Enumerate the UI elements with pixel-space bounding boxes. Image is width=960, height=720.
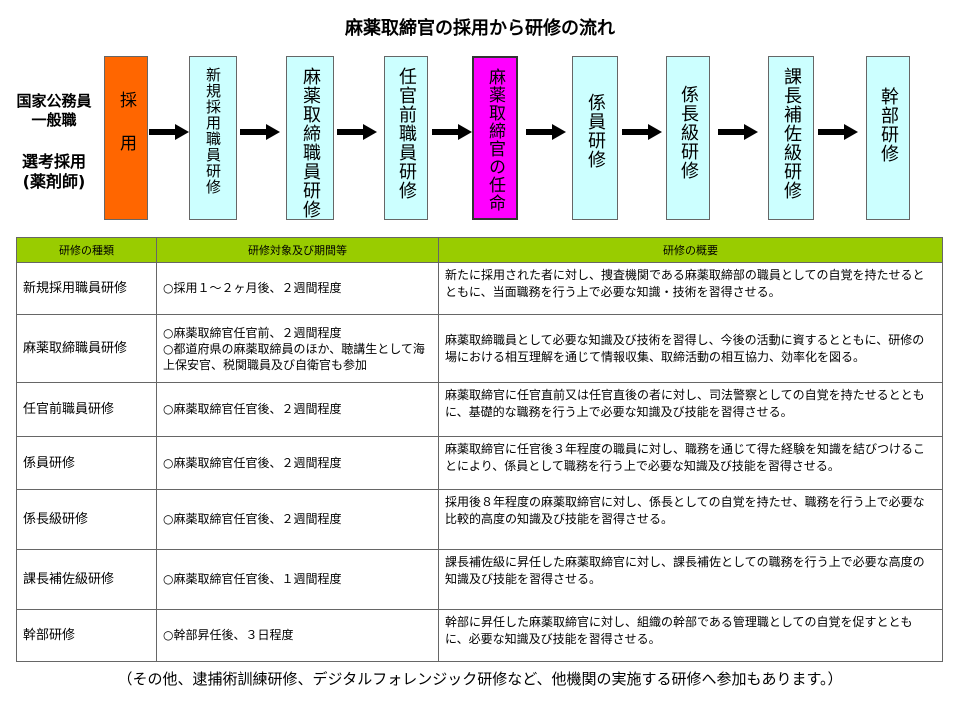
- arrow-icon: [526, 124, 566, 140]
- cell-summary: 採用後８年程度の麻薬取締官に対し、係長としての自覚を持たせ、職務を行う上で必要な…: [438, 489, 943, 550]
- flow-step-label: 新規採用職員研修: [204, 67, 222, 195]
- category-label-selection: 選考採用 (薬剤師): [12, 152, 96, 192]
- table-row: 係長級研修 ○麻薬取締官任官後、２週間程度 採用後８年程度の麻薬取締官に対し、係…: [16, 489, 943, 550]
- cell-training-type: 幹部研修: [16, 609, 157, 662]
- flow-step-label: 任官前職員研修: [396, 67, 417, 200]
- table-row: 幹部研修 ○幹部昇任後、３日程度 幹部に昇任した麻薬取締官に対し、組織の幹部であ…: [16, 609, 943, 662]
- flow-step-label: 採用: [116, 91, 136, 177]
- flow-step-chief-training: 係長級研修: [666, 56, 710, 220]
- table-row: 新規採用職員研修 ○採用１～２ヶ月後、２週間程度 新たに採用された者に対し、捜査…: [16, 262, 943, 315]
- flow-step-label: 係員研修: [585, 93, 606, 169]
- table-row: 任官前職員研修 ○麻薬取締官任官後、２週間程度 麻薬取締官に任官直前又は任官直後…: [16, 382, 943, 437]
- category-line-1: 国家公務員: [16, 92, 92, 110]
- cell-target-period: ○麻薬取締官任官後、２週間程度: [156, 436, 439, 490]
- header-summary: 研修の概要: [438, 237, 943, 263]
- arrow-icon: [240, 124, 280, 140]
- arrow-icon: [818, 124, 858, 140]
- cell-training-type: 任官前職員研修: [16, 382, 157, 437]
- flow-step-new-employee-training: 新規採用職員研修: [189, 56, 237, 220]
- flow-step-narcotics-staff-training: 麻薬取締職員研修: [286, 56, 334, 220]
- flow-step-staff-training: 係員研修: [572, 56, 618, 220]
- footer-note: （その他、逮捕術訓練研修、デジタルフォレンジック研修など、他機関の実施する研修へ…: [117, 670, 843, 688]
- cell-target-period: ○麻薬取締官任官前、２週間程度 ○都道府県の麻薬取締員のほか、聴講生として海上保…: [156, 314, 439, 383]
- arrow-icon: [149, 124, 189, 140]
- cell-summary: 新たに採用された者に対し、捜査機関である麻薬取締部の職員としての自覚を持たせると…: [438, 262, 943, 315]
- table-row: 係員研修 ○麻薬取締官任官後、２週間程度 麻薬取締官に任官後３年程度の職員に対し…: [16, 436, 943, 490]
- cell-training-type: 課長補佐級研修: [16, 549, 157, 610]
- table-row: 課長補佐級研修 ○麻薬取締官任官後、１週間程度 課長補佐級に昇任した麻薬取締官に…: [16, 549, 943, 610]
- cell-training-type: 麻薬取締職員研修: [16, 314, 157, 383]
- cell-summary: 麻薬取締官に任官直前又は任官直後の者に対し、司法警察としての自覚を持たせるととも…: [438, 382, 943, 437]
- flow-step-label: 麻薬取締職員研修: [300, 67, 321, 219]
- arrow-icon: [718, 124, 758, 140]
- flow-step-executive-training: 幹部研修: [866, 56, 910, 220]
- cell-summary: 麻薬取締職員として必要な知識及び技術を習得し、今後の活動に資するとともに、研修の…: [438, 314, 943, 383]
- arrow-icon: [337, 124, 377, 140]
- arrow-icon: [432, 124, 472, 140]
- flow-step-label: 幹部研修: [878, 87, 899, 163]
- flow-step-pre-appointment-training: 任官前職員研修: [384, 56, 428, 220]
- flow-step-appointment: 麻薬取締官の任命: [472, 56, 518, 220]
- cell-summary: 課長補佐級に昇任した麻薬取締官に対し、課長補佐としての職務を行う上で必要な高度の…: [438, 549, 943, 610]
- table-header-row: 研修の種類 研修対象及び期間等 研修の概要: [16, 237, 943, 263]
- flow-step-label: 課長補佐級研修: [781, 67, 802, 200]
- cell-training-type: 係員研修: [16, 436, 157, 490]
- cell-target-period: ○麻薬取締官任官後、１週間程度: [156, 549, 439, 610]
- cell-target-period: ○幹部昇任後、３日程度: [156, 609, 439, 662]
- flow-step-hiring: 採用: [104, 56, 148, 220]
- arrow-icon: [622, 124, 662, 140]
- training-table: 研修の種類 研修対象及び期間等 研修の概要 新規採用職員研修 ○採用１～２ヶ月後…: [16, 237, 943, 662]
- header-target-period: 研修対象及び期間等: [156, 237, 439, 263]
- category-line-3: 選考採用: [21, 152, 86, 171]
- category-line-4: (薬剤師): [22, 172, 86, 191]
- cell-training-type: 新規採用職員研修: [16, 262, 157, 315]
- cell-summary: 幹部に昇任した麻薬取締官に対し、組織の幹部である管理職としての自覚を促すとともに…: [438, 609, 943, 662]
- flow-step-deputy-manager-training: 課長補佐級研修: [768, 56, 814, 220]
- header-training-type: 研修の種類: [16, 237, 157, 263]
- cell-training-type: 係長級研修: [16, 489, 157, 550]
- cell-target-period: ○採用１～２ヶ月後、２週間程度: [156, 262, 439, 315]
- flow-step-label: 係長級研修: [678, 85, 699, 180]
- page-title: 麻薬取締官の採用から研修の流れ: [345, 18, 615, 39]
- category-label-civil-servant: 国家公務員 一般職: [12, 92, 96, 130]
- flow-step-label: 麻薬取締官の任命: [485, 68, 505, 212]
- table-row: 麻薬取締職員研修 ○麻薬取締官任官前、２週間程度 ○都道府県の麻薬取締員のほか、…: [16, 314, 943, 383]
- cell-target-period: ○麻薬取締官任官後、２週間程度: [156, 489, 439, 550]
- cell-summary: 麻薬取締官に任官後３年程度の職員に対し、職務を通じて得た経験を知識を結びつけるこ…: [438, 436, 943, 490]
- category-line-2: 一般職: [31, 111, 77, 129]
- cell-target-period: ○麻薬取締官任官後、２週間程度: [156, 382, 439, 437]
